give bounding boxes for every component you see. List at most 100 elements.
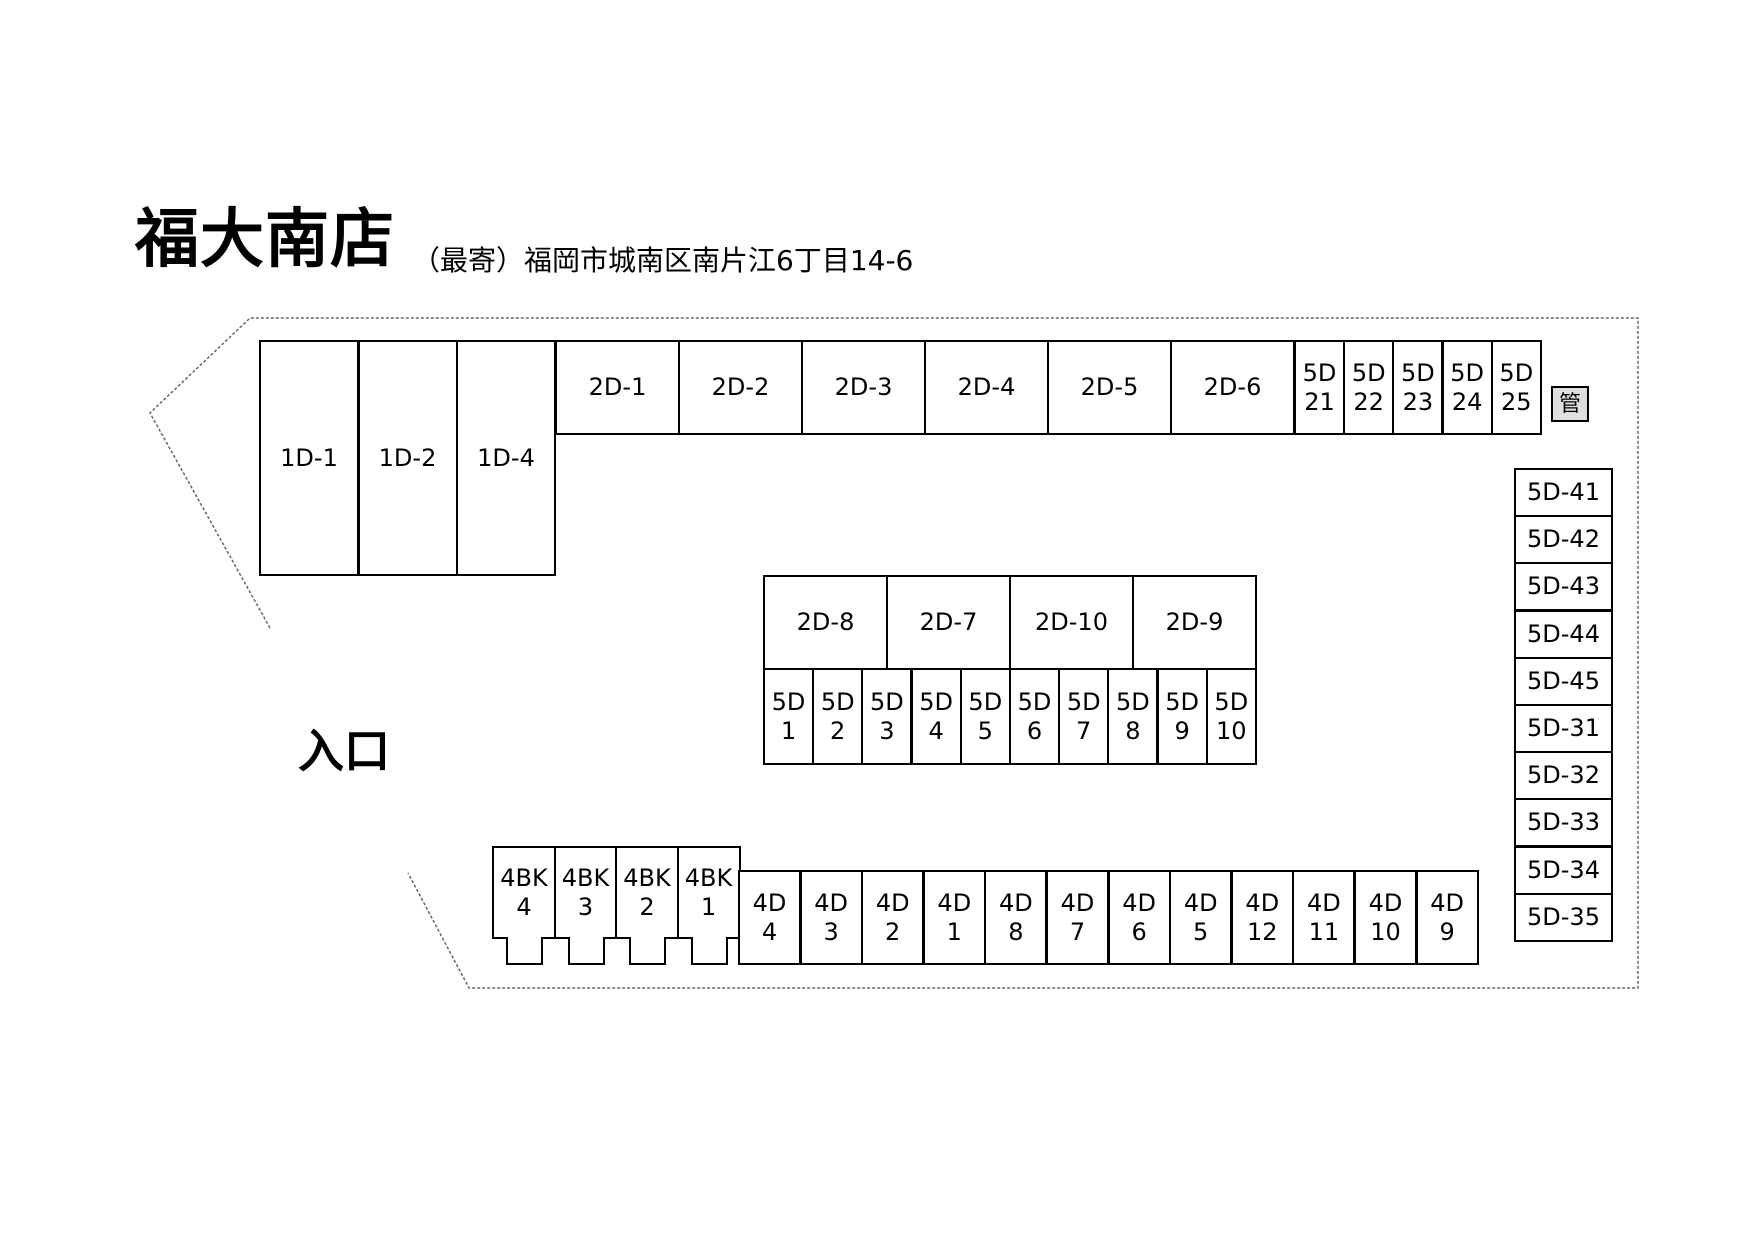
unit-5d-32: 5D-32: [1514, 751, 1613, 801]
unit-5d-34: 5D-34: [1514, 845, 1613, 895]
unit-label: 4D 4: [752, 888, 787, 946]
unit-label: 5D-33: [1527, 808, 1600, 837]
unit-label: 5D 10: [1214, 687, 1249, 745]
unit-label: 1D-4: [477, 443, 535, 472]
unit-label: 5D 8: [1116, 687, 1150, 745]
unit-5d-3: 5D 3: [861, 668, 913, 765]
address-text: （最寄）福岡市城南区南片江6丁目14-6: [412, 244, 914, 277]
unit-label: 4D 10: [1368, 888, 1403, 946]
unit-label: 2D-7: [919, 608, 978, 636]
unit-5d-8: 5D 8: [1107, 668, 1159, 765]
unit-2d-1: 2D-1: [555, 340, 680, 435]
unit-4bk-tab: [506, 937, 543, 965]
unit-4bk-2: 4BK 2: [615, 846, 679, 939]
unit-label: 2D-4: [957, 373, 1016, 401]
unit-4d-1: 4D 1: [922, 870, 986, 965]
unit-label: 4D 11: [1307, 888, 1341, 946]
unit-label: 4BK 4: [500, 863, 548, 921]
unit-2d-7: 2D-7: [886, 575, 1011, 670]
unit-label: 4BK 3: [561, 863, 610, 921]
unit-4d-2: 4D 2: [861, 870, 925, 965]
unit-label: 5D 3: [870, 687, 904, 745]
unit-4d-11: 4D 11: [1292, 870, 1356, 965]
unit-2d-5: 2D-5: [1047, 340, 1172, 435]
unit-label: 5D 4: [919, 687, 953, 745]
unit-label: 5D-43: [1527, 572, 1600, 601]
unit-label: 2D-6: [1203, 373, 1262, 401]
unit-label: 4D 9: [1430, 888, 1464, 946]
unit-label: 4D 12: [1245, 888, 1280, 946]
unit-5d-21: 5D 21: [1294, 340, 1345, 435]
unit-4d-5: 4D 5: [1169, 870, 1233, 965]
unit-5d-22: 5D 22: [1343, 340, 1395, 435]
unit-2d-2: 2D-2: [678, 340, 803, 435]
unit-5d-23: 5D 23: [1392, 340, 1444, 435]
unit-4d-4: 4D 4: [738, 870, 801, 965]
unit-4bk-tab: [629, 937, 666, 965]
unit-4bk-tab: [567, 937, 605, 965]
unit-label: 5D-42: [1527, 525, 1600, 554]
unit-4d-9: 4D 9: [1415, 870, 1479, 965]
unit-4bk-3: 4BK 3: [553, 846, 618, 939]
unit-label: 5D 25: [1499, 358, 1534, 416]
unit-5d-1: 5D 1: [763, 668, 814, 765]
unit-5d-42: 5D-42: [1514, 515, 1613, 565]
unit-4d-6: 4D 6: [1107, 870, 1171, 965]
unit-5d-9: 5D 9: [1156, 668, 1208, 765]
unit-label: 2D-3: [834, 373, 893, 401]
unit-5d-35: 5D-35: [1514, 892, 1613, 942]
unit-5d-7: 5D 7: [1058, 668, 1110, 765]
unit-label: 2D-1: [588, 373, 647, 401]
unit-label: 1D-1: [280, 443, 338, 472]
unit-5d-45: 5D-45: [1514, 656, 1613, 706]
unit-label: 4D 5: [1183, 888, 1218, 946]
unit-label: 5D-44: [1527, 619, 1600, 648]
unit-1d-1: 1D-1: [259, 340, 359, 576]
unit-label: 4D 8: [999, 888, 1033, 946]
unit-label: 4D 3: [814, 888, 848, 946]
unit-label: 4D 7: [1060, 888, 1095, 946]
page-title: 福大南店: [135, 203, 395, 277]
unit-label: 2D-10: [1035, 608, 1108, 636]
unit-label: 2D-8: [796, 608, 855, 636]
unit-label: 4D 2: [875, 888, 910, 946]
unit-label: 5D 21: [1302, 358, 1337, 416]
unit-管: 管: [1551, 386, 1589, 422]
unit-5d-2: 5D 2: [812, 668, 864, 765]
unit-4d-7: 4D 7: [1046, 870, 1109, 965]
unit-label: 2D-2: [711, 373, 770, 401]
unit-5d-44: 5D-44: [1514, 609, 1613, 659]
unit-5d-31: 5D-31: [1514, 704, 1613, 753]
unit-4d-10: 4D 10: [1354, 870, 1417, 965]
unit-label: 5D-32: [1527, 761, 1600, 790]
unit-label: 5D-45: [1527, 666, 1600, 695]
unit-label: 5D 23: [1401, 358, 1435, 416]
unit-label: 5D-31: [1527, 714, 1600, 742]
unit-label: 5D 6: [1017, 687, 1052, 745]
unit-label: 5D 24: [1450, 358, 1484, 416]
unit-5d-24: 5D 24: [1441, 340, 1493, 435]
unit-5d-41: 5D-41: [1514, 468, 1613, 517]
unit-label: 4D 6: [1122, 888, 1156, 946]
unit-5d-25: 5D 25: [1490, 340, 1542, 435]
unit-label: 2D-5: [1080, 373, 1139, 401]
unit-5d-33: 5D-33: [1514, 798, 1613, 848]
unit-label: 5D 7: [1066, 687, 1101, 745]
unit-2d-3: 2D-3: [801, 340, 926, 435]
unit-label: 5D-41: [1527, 478, 1600, 506]
unit-label: 5D 2: [820, 687, 855, 745]
unit-5d-5: 5D 5: [959, 668, 1011, 765]
unit-label: 1D-2: [378, 443, 437, 472]
unit-2d-4: 2D-4: [924, 340, 1049, 435]
entrance-label: 入口: [298, 724, 390, 778]
unit-2d-10: 2D-10: [1009, 575, 1134, 670]
unit-label: 4BK 2: [623, 863, 671, 921]
unit-2d-9: 2D-9: [1132, 575, 1257, 670]
unit-label: 4D 1: [937, 888, 972, 946]
unit-5d-10: 5D 10: [1205, 668, 1257, 765]
unit-4d-8: 4D 8: [984, 870, 1048, 965]
unit-label: 5D 5: [968, 687, 1003, 745]
unit-1d-4: 1D-4: [456, 340, 556, 576]
unit-label: 5D 22: [1351, 358, 1386, 416]
